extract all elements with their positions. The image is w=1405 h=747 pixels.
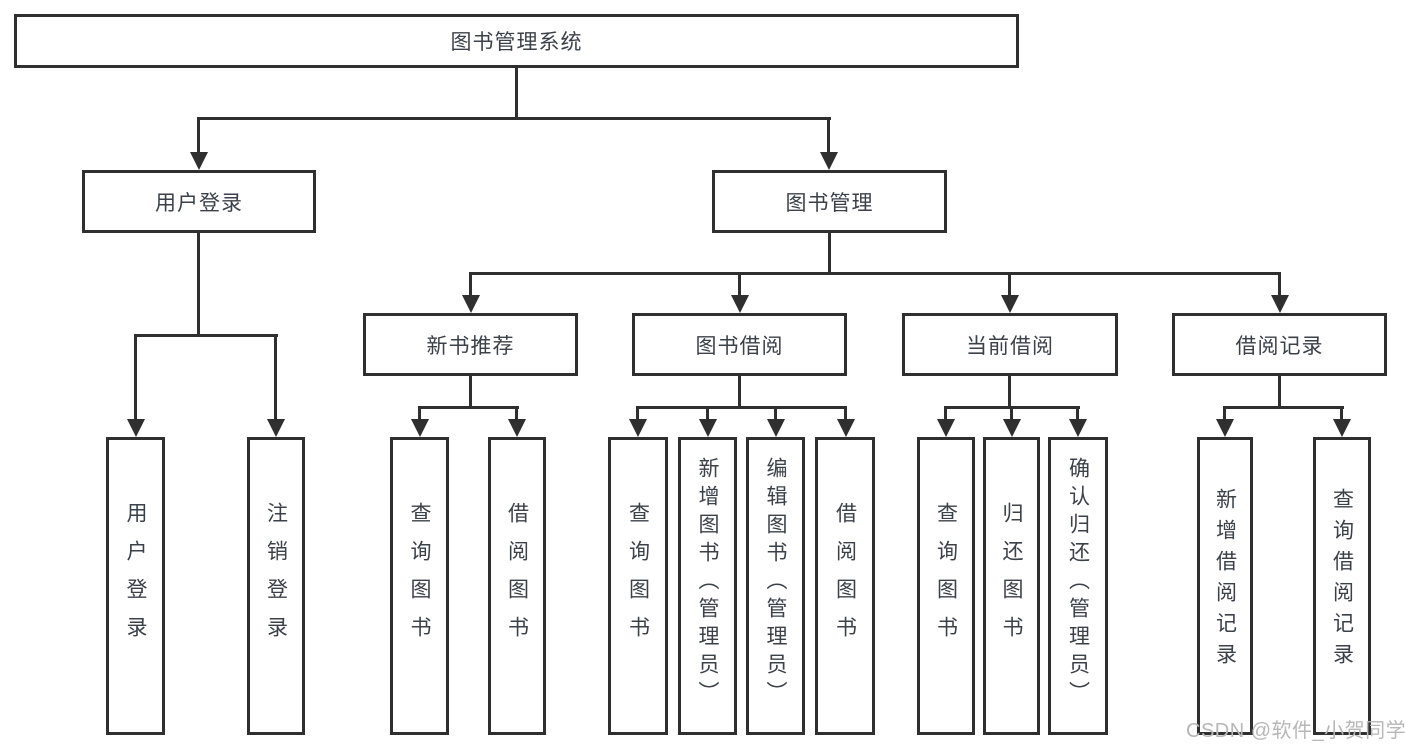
- arrow-bb-query: [628, 408, 647, 437]
- leaf-nb-query-books: 查询图书: [390, 437, 449, 735]
- leaf-bb-add-books-admin-label: 新增图书（管理员）: [696, 457, 719, 709]
- connector-user-login-stem: [197, 233, 200, 337]
- arrow-bb-edit: [766, 408, 785, 437]
- arrow-to-book-borrow: [730, 273, 749, 313]
- arrow-to-current-borrow: [1000, 273, 1019, 313]
- leaf-bb-edit-books-admin: 编辑图书（管理员）: [746, 437, 805, 735]
- connector-user-login-rail: [134, 334, 278, 337]
- node-new-book-recommend-label: 新书推荐: [426, 334, 515, 358]
- node-current-borrow-label: 当前借阅: [966, 334, 1054, 358]
- node-book-management-label: 图书管理: [785, 191, 874, 215]
- connector-book-borrow-stem: [738, 376, 741, 409]
- leaf-bb-add-books-admin: 新增图书（管理员）: [678, 437, 737, 735]
- leaf-cb-confirm-return-admin-label: 确认归还（管理员）: [1066, 457, 1090, 709]
- node-borrow-records-label: 借阅记录: [1235, 334, 1324, 358]
- node-borrow-records: 借阅记录: [1172, 313, 1387, 376]
- leaf-user-login-label: 用户登录: [124, 502, 147, 654]
- leaf-nb-borrow-books: 借阅图书: [488, 437, 546, 735]
- leaf-cb-confirm-return-admin: 确认归还（管理员）: [1048, 437, 1108, 735]
- arrow-br-add: [1215, 408, 1234, 437]
- node-new-book-recommend: 新书推荐: [363, 313, 578, 376]
- connector-level3-rail: [469, 272, 1281, 275]
- connector-new-book-rail: [418, 406, 519, 409]
- node-book-borrow-label: 图书借阅: [695, 334, 784, 358]
- arrow-to-leaf-logout: [266, 336, 285, 437]
- arrow-cb-return: [1002, 408, 1021, 437]
- arrow-to-user-login: [189, 118, 208, 170]
- leaf-logout: 注销登录: [247, 437, 305, 735]
- leaf-user-login: 用户登录: [106, 437, 165, 735]
- connector-root-stem: [515, 68, 518, 119]
- node-current-borrow: 当前借阅: [902, 313, 1118, 376]
- connector-borrow-records-rail: [1223, 406, 1344, 409]
- node-book-borrow: 图书借阅: [632, 313, 847, 376]
- arrow-cb-query: [936, 408, 955, 437]
- arrow-nb-query: [410, 408, 429, 437]
- leaf-br-query-record-label: 查询借阅记录: [1330, 488, 1354, 674]
- arrow-br-query: [1332, 408, 1351, 437]
- leaf-br-query-record: 查询借阅记录: [1313, 437, 1371, 735]
- connector-current-borrow-stem: [1008, 376, 1011, 409]
- connector-level2-rail: [197, 117, 831, 120]
- leaf-logout-label: 注销登录: [264, 502, 288, 654]
- node-book-management: 图书管理: [712, 170, 947, 233]
- connector-book-borrow-rail: [636, 406, 847, 409]
- arrow-nb-borrow: [507, 408, 526, 437]
- leaf-bb-query-books: 查询图书: [608, 437, 668, 735]
- leaf-br-add-record: 新增借阅记录: [1197, 437, 1253, 735]
- node-root: 图书管理系统: [14, 14, 1019, 68]
- leaf-bb-borrow-books: 借阅图书: [815, 437, 875, 735]
- leaf-bb-edit-books-admin-label: 编辑图书（管理员）: [764, 457, 787, 709]
- leaf-br-add-record-label: 新增借阅记录: [1213, 488, 1237, 674]
- leaf-bb-borrow-books-label: 借阅图书: [833, 502, 857, 654]
- connector-borrow-records-stem: [1278, 376, 1281, 409]
- node-user-login: 用户登录: [82, 170, 316, 233]
- arrow-to-leaf-login: [126, 336, 145, 437]
- leaf-cb-return-books: 归还图书: [983, 437, 1040, 735]
- leaf-cb-query-books: 查询图书: [917, 437, 975, 735]
- leaf-nb-query-books-label: 查询图书: [408, 502, 431, 654]
- arrow-cb-confirm: [1068, 408, 1087, 437]
- leaf-bb-query-books-label: 查询图书: [626, 502, 650, 654]
- node-root-label: 图书管理系统: [450, 31, 583, 54]
- arrow-to-new-book: [461, 273, 480, 313]
- connector-current-borrow-rail: [944, 406, 1080, 409]
- arrow-to-borrow-records: [1270, 273, 1289, 313]
- leaf-nb-borrow-books-label: 借阅图书: [505, 502, 529, 654]
- arrow-bb-borrow: [836, 408, 855, 437]
- leaf-cb-query-books-label: 查询图书: [934, 502, 958, 654]
- leaf-cb-return-books-label: 归还图书: [1000, 502, 1023, 654]
- connector-book-mgmt-stem: [828, 233, 831, 274]
- connector-new-book-stem: [469, 376, 472, 409]
- arrow-to-book-management: [819, 118, 838, 170]
- arrow-bb-add: [698, 408, 717, 437]
- node-user-login-label: 用户登录: [155, 191, 243, 215]
- csdn-watermark: CSDN @软件_小贺同学: [1186, 720, 1405, 742]
